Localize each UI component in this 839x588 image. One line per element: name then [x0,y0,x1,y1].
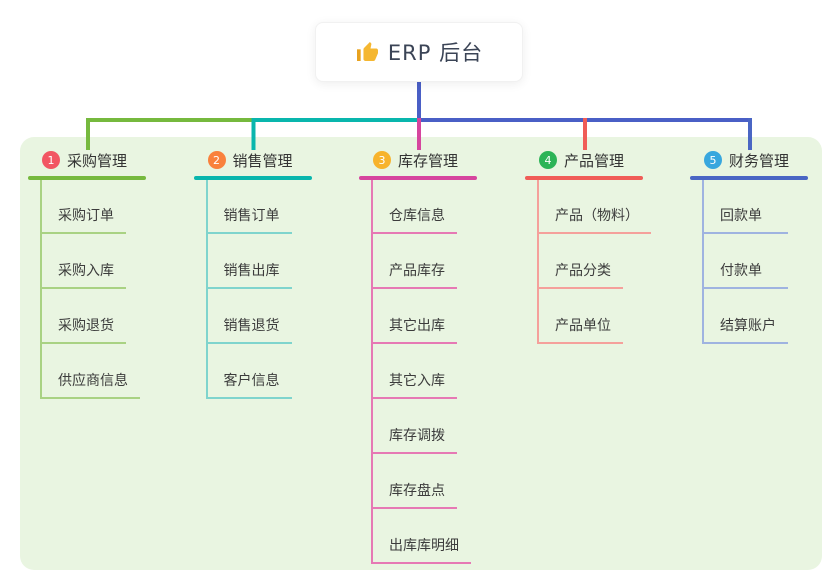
child-connector-line [537,180,539,344]
child-node[interactable]: 其它入库 [371,372,457,399]
branch-label: 销售管理 [232,151,293,170]
child-node[interactable]: 产品单位 [537,317,623,344]
branch-underline [193,176,312,180]
child-node[interactable]: 仓库信息 [371,207,457,234]
child-node[interactable]: 库存盘点 [371,482,457,509]
child-node[interactable]: 回款单 [702,207,788,234]
branch-underline [690,176,808,180]
child-node[interactable]: 采购订单 [40,207,126,234]
branches-panel [20,137,822,570]
root-node-label: ERP 后台 [387,41,484,65]
child-node[interactable]: 产品分类 [537,262,623,289]
child-node[interactable]: 供应商信息 [40,372,140,399]
branch-index-badge: 5 [704,151,722,169]
branch-underline [359,176,477,180]
child-node[interactable]: 采购退货 [40,317,126,344]
branch-underline [525,176,643,180]
child-node[interactable]: 销售订单 [205,207,292,234]
child-node[interactable]: 销售退货 [205,317,292,344]
child-connector-line [205,180,208,399]
child-connector-line [702,180,704,344]
branch-node-3[interactable]: 3 库存管理 [373,150,458,170]
branch-label: 采购管理 [67,151,128,170]
branch-index-badge: 1 [42,151,60,169]
child-node[interactable]: 库存调拨 [371,427,457,454]
child-connector-line [40,180,42,399]
child-node[interactable]: 出库库明细 [371,537,471,564]
branch-node-2[interactable]: 2 销售管理 [207,150,293,170]
child-node[interactable]: 采购入库 [40,262,126,289]
branch-label: 产品管理 [564,151,625,170]
branch-index-badge: 4 [539,151,557,169]
child-node[interactable]: 产品库存 [371,262,457,289]
branch-node-5[interactable]: 5 财务管理 [704,150,789,170]
child-node[interactable]: 付款单 [702,262,788,289]
branch-underline [28,176,146,180]
branch-label: 财务管理 [729,151,790,170]
child-node[interactable]: 其它出库 [371,317,457,344]
child-node[interactable]: 结算账户 [702,317,788,344]
branch-label: 库存管理 [398,151,459,170]
child-node[interactable]: 产品（物料） [537,207,651,234]
thumbs-up-icon [355,40,379,64]
branch-index-badge: 3 [373,151,391,169]
child-connector-line [371,180,373,564]
root-node[interactable]: ERP 后台 [315,22,523,82]
branch-node-1[interactable]: 1 采购管理 [42,150,127,170]
branch-node-4[interactable]: 4 产品管理 [539,150,624,170]
child-node[interactable]: 销售出库 [205,262,292,289]
branch-index-badge: 2 [207,151,226,169]
child-node[interactable]: 客户信息 [205,372,292,399]
